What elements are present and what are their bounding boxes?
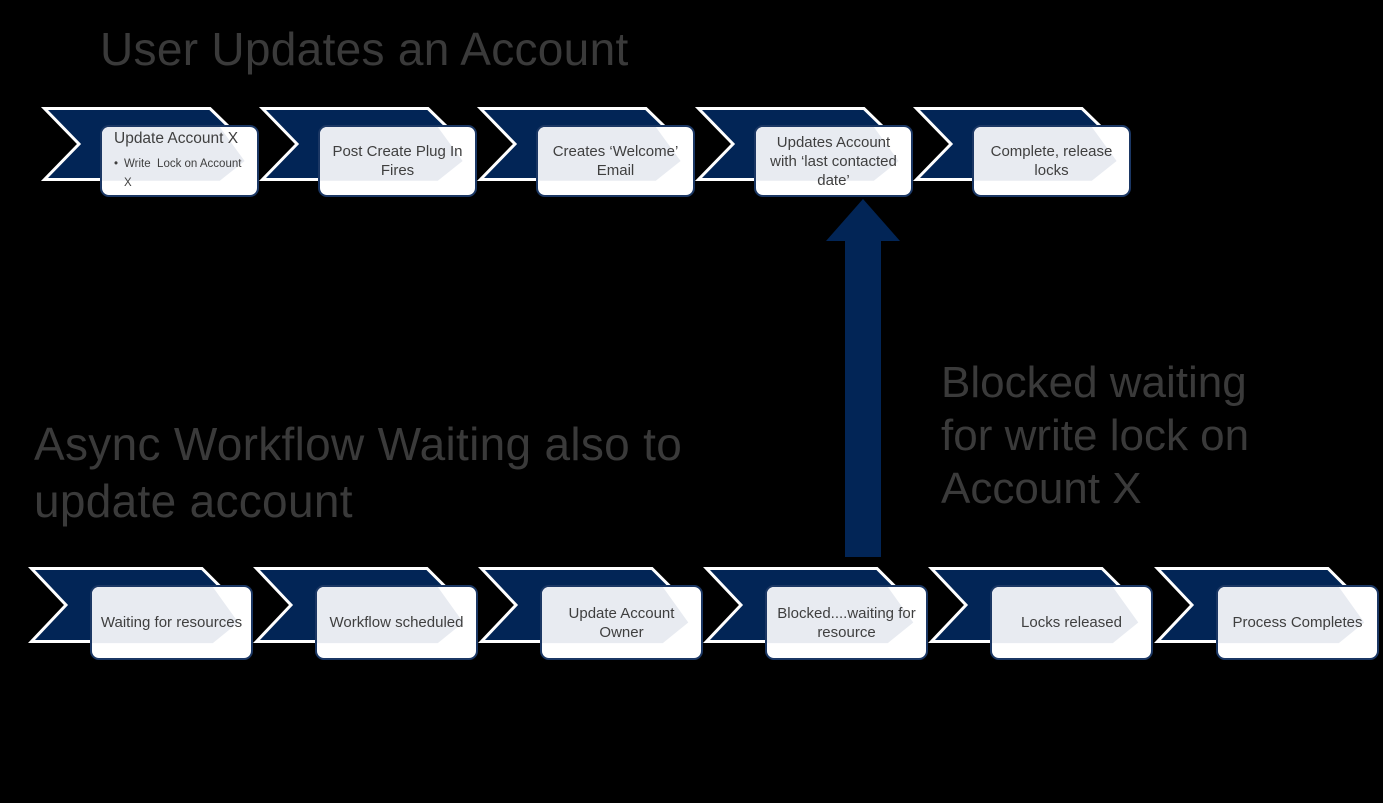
process-step-box: Blocked....waiting for resource	[765, 585, 928, 660]
process-step-box: Update Account X • Write Lock on Account X	[100, 125, 259, 197]
process-step-box: Process Completes	[1216, 585, 1379, 660]
process-step-label: Locks released	[1021, 614, 1122, 631]
process-step-box: Locks released	[990, 585, 1153, 660]
process-step-box: Creates ‘Welcome’ Email	[536, 125, 695, 197]
process-step-label: Process Completes	[1232, 614, 1363, 631]
process-step-label: Workflow scheduled	[329, 614, 464, 631]
annotation-line-2: for write lock on	[941, 411, 1250, 460]
inner-arrow-watermark	[320, 127, 463, 181]
inner-arrow-watermark	[1218, 587, 1365, 644]
bullet-text: Write Lock on Account X	[124, 158, 245, 189]
top-section-title: User Updates an Account	[100, 23, 629, 75]
inner-arrow-watermark	[102, 127, 245, 181]
bullet-icon: •	[114, 158, 119, 170]
process-step-box: Waiting for resources	[90, 585, 253, 660]
async-section-title: Async Workflow Waiting also to update ac…	[34, 416, 682, 530]
inner-arrow-watermark	[317, 587, 464, 644]
inner-arrow-watermark	[974, 127, 1117, 181]
process-step-label: Creates ‘Welcome’ Email	[552, 143, 679, 179]
process-step-label: Update Account X • Write Lock on Account X	[102, 129, 257, 193]
inner-arrow-watermark	[538, 127, 681, 181]
blocked-annotation: Blocked waiting for write lock on Accoun…	[941, 356, 1249, 515]
async-title-line-1: Async Workflow Waiting also to	[34, 418, 683, 470]
process-step-label: Complete, release locks	[990, 143, 1113, 179]
inner-arrow-watermark	[542, 587, 689, 644]
annotation-line-3: Account X	[941, 464, 1142, 513]
inner-arrow-watermark	[756, 127, 899, 181]
step-heading: Update Account X	[114, 130, 239, 147]
process-step-box: Update Account Owner	[540, 585, 703, 660]
inner-arrow-watermark	[92, 587, 239, 644]
process-step-box: Updates Account with ‘last contacted dat…	[754, 125, 913, 197]
process-step-label: Post Create Plug In Fires	[332, 143, 463, 179]
process-step-label: Update Account Owner	[568, 604, 675, 641]
process-step-label: Updates Account with ‘last contacted dat…	[770, 133, 897, 189]
step-bullet: • Write Lock on Account X	[114, 155, 251, 193]
annotation-line-1: Blocked waiting	[941, 358, 1247, 407]
async-title-line-2: update account	[34, 475, 353, 527]
process-step-label: Blocked....waiting for resource	[777, 604, 916, 641]
process-step-box: Complete, release locks	[972, 125, 1131, 197]
process-step-box: Workflow scheduled	[315, 585, 478, 660]
process-step-label: Waiting for resources	[100, 614, 243, 631]
inner-arrow-watermark	[992, 587, 1139, 644]
process-step-box: Post Create Plug In Fires	[318, 125, 477, 197]
blocked-arrow	[826, 199, 900, 557]
inner-arrow-watermark	[767, 587, 914, 644]
